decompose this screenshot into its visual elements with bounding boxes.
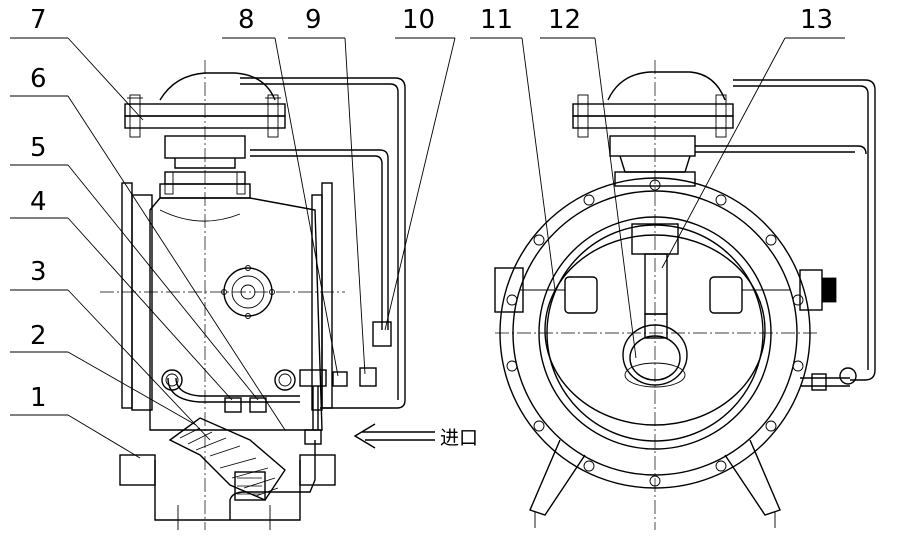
bonnet-bolts — [127, 94, 281, 138]
callout-7: 7 — [30, 5, 47, 35]
inlet-label: 进口 — [440, 427, 478, 449]
leader-lines — [10, 37, 845, 459]
side-view — [100, 60, 406, 530]
callout-3: 3 — [30, 257, 47, 287]
callout-1: 1 — [30, 383, 47, 413]
front-view — [494, 60, 876, 530]
callout-8: 8 — [238, 5, 255, 35]
callout-9: 9 — [305, 5, 322, 35]
callout-12: 12 — [548, 5, 581, 35]
callout-2: 2 — [30, 321, 47, 351]
callout-6: 6 — [30, 64, 47, 94]
flange-bolt-circle — [506, 179, 804, 487]
callout-10: 10 — [402, 5, 435, 35]
callout-11: 11 — [480, 5, 513, 35]
callout-13: 13 — [800, 5, 833, 35]
callout-5: 5 — [30, 133, 47, 163]
callout-numbers: 7 6 5 4 3 2 1 8 9 10 11 12 13 — [30, 5, 833, 413]
callout-4: 4 — [30, 187, 47, 217]
inlet-arrow — [353, 423, 435, 449]
